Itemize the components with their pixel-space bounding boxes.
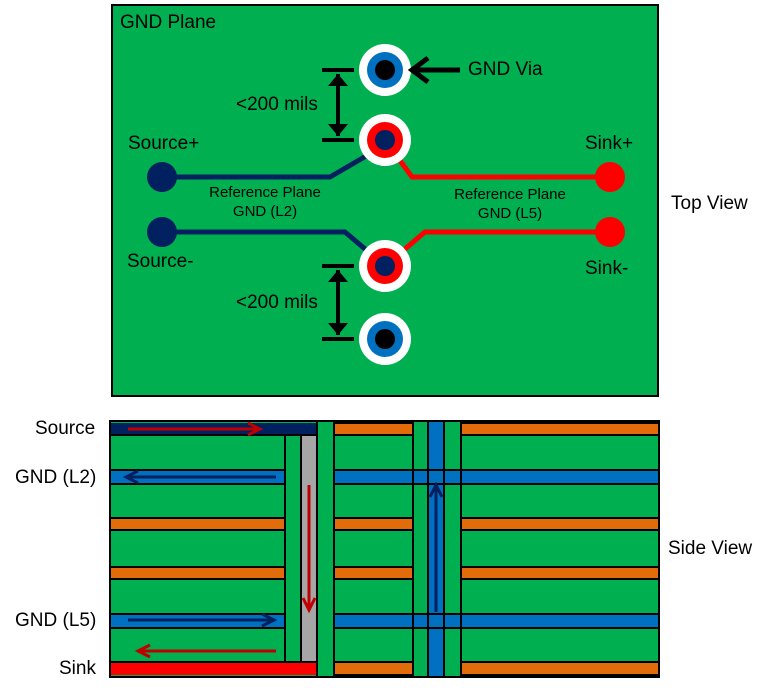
dielectric-layer bbox=[461, 567, 659, 579]
gnd-via-label: GND Via bbox=[468, 59, 543, 80]
return-current-arrows bbox=[122, 469, 444, 628]
ref-plane-left-label: Reference Plane GND (L2) bbox=[190, 183, 340, 221]
layer-label-gnd-l5: GND (L5) bbox=[15, 610, 97, 631]
gnd-l5-plane-right bbox=[334, 614, 659, 628]
source-minus-label: Source- bbox=[127, 251, 194, 272]
sink-trace bbox=[110, 662, 317, 675]
ref-plane-right-label: Reference Plane GND (L5) bbox=[435, 185, 585, 223]
dielectric-layer bbox=[110, 567, 285, 579]
source-minus-pad bbox=[147, 217, 177, 247]
dielectric-layer bbox=[334, 423, 413, 435]
ref-plane-left-line2: GND (L2) bbox=[232, 203, 298, 220]
spacing-dimension-lower bbox=[322, 264, 354, 341]
dielectric-layer bbox=[461, 662, 659, 675]
gnd-via-upper bbox=[359, 44, 411, 96]
dielectric-layer bbox=[461, 423, 659, 435]
sink-plus-pad bbox=[595, 162, 625, 192]
signal-via-upper bbox=[359, 114, 411, 166]
dielectric-layer bbox=[110, 518, 285, 530]
ref-plane-right-line1: Reference Plane bbox=[454, 186, 566, 203]
gnd-via-arrow bbox=[407, 56, 460, 84]
sink-minus-pad bbox=[595, 217, 625, 247]
dielectric-layer bbox=[334, 567, 413, 579]
spacing-dimension-upper bbox=[322, 68, 354, 142]
layer-label-sink: Sink bbox=[59, 658, 96, 679]
layer-label-gnd-l2: GND (L2) bbox=[15, 467, 97, 488]
source-plus-label: Source+ bbox=[128, 133, 200, 154]
side-view-substrate bbox=[110, 421, 659, 677]
sink-plus-label: Sink+ bbox=[585, 133, 634, 154]
source-plus-pad bbox=[147, 162, 177, 192]
gnd-plane-label: GND Plane bbox=[120, 12, 217, 33]
top-view-label: Top View bbox=[671, 193, 748, 214]
dielectric-layer bbox=[334, 662, 413, 675]
signal-current-arrows bbox=[128, 421, 317, 659]
dielectric-layer bbox=[334, 518, 413, 530]
gnd-l2-plane-right bbox=[334, 470, 659, 484]
dielectric-layer bbox=[461, 518, 659, 530]
signal-via-lower bbox=[359, 240, 411, 292]
side-view-label: Side View bbox=[668, 538, 753, 559]
layer-label-source: Source bbox=[35, 418, 96, 439]
ref-plane-right-line2: GND (L5) bbox=[477, 205, 543, 222]
spacing-label-lower: <200 mils bbox=[236, 292, 318, 313]
gnd-via-lower bbox=[359, 313, 411, 365]
ref-plane-left-line1: Reference Plane bbox=[209, 184, 321, 201]
sink-minus-label: Sink- bbox=[585, 258, 629, 279]
spacing-label-upper: <200 mils bbox=[236, 94, 318, 115]
